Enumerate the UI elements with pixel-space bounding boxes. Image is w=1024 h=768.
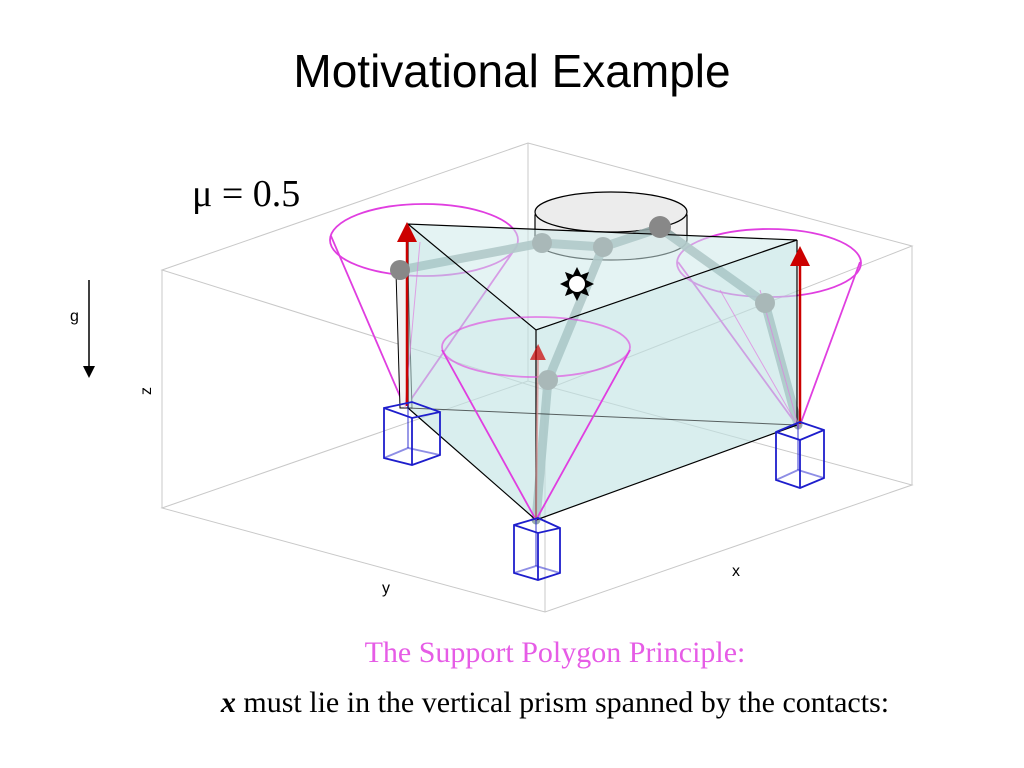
friction-cone-front	[441, 316, 631, 521]
position-variable: x	[220, 686, 236, 719]
y-axis-label: y	[382, 580, 390, 597]
gravity-axis-label: g	[70, 308, 79, 325]
contact-box-right	[775, 421, 825, 489]
principle-title: The Support Polygon Principle:	[364, 636, 746, 669]
z-axis-label: z	[138, 387, 155, 395]
slide-title: Motivational Example	[293, 45, 731, 97]
contact-box-left	[383, 401, 441, 466]
friction-coefficient-label: μ = 0.5	[192, 173, 301, 215]
x-axis-label: x	[732, 563, 740, 580]
contact-force-arrows	[397, 222, 810, 519]
contact-box-front	[513, 517, 561, 581]
principle-statement-text: must lie in the vertical prism spanned b…	[235, 686, 890, 719]
principle-statement: x must lie in the vertical prism spanned…	[0, 686, 1024, 720]
center-of-mass-icon	[560, 267, 594, 301]
support-prism	[406, 223, 798, 521]
robot-joints	[390, 216, 775, 390]
